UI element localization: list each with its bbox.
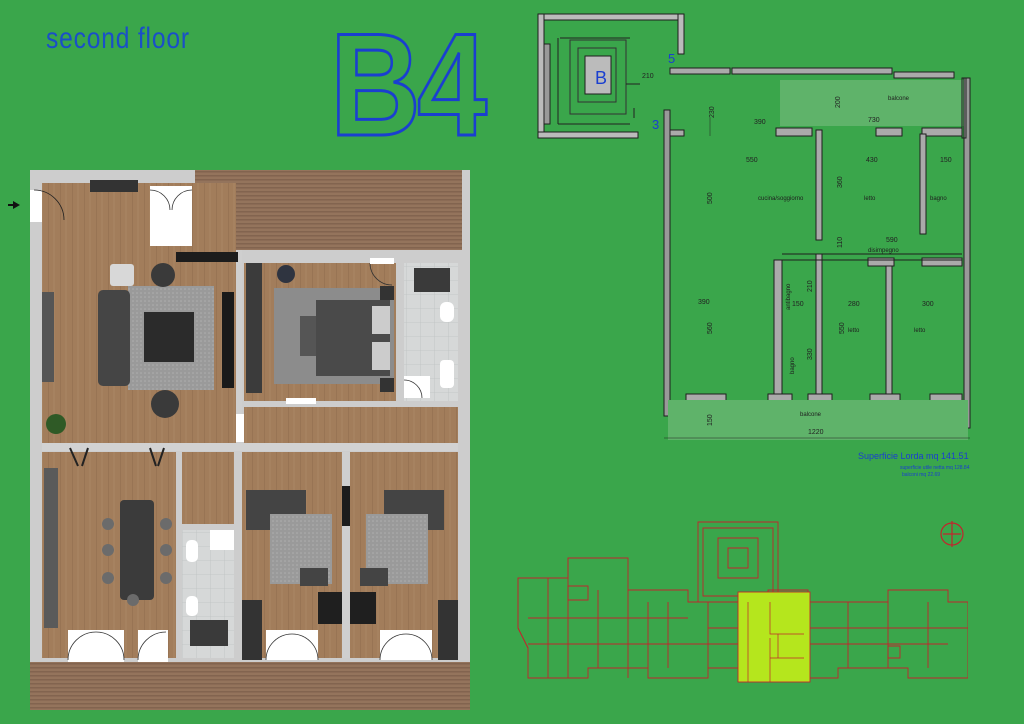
key-letter: B [595, 68, 607, 88]
furnished-floor-plan [8, 170, 470, 710]
dim-150c: 150 [707, 414, 714, 426]
dim-550: 550 [746, 157, 758, 164]
dim-150b: 150 [792, 301, 804, 308]
room-bathroom-2: bagno [790, 357, 796, 374]
net-area-label: superficie utile netta mq 128.84 [900, 465, 970, 471]
dim-360: 360 [837, 176, 844, 188]
highlighted-unit [737, 591, 811, 683]
gross-area-label: Superficie Lorda mq 141.51 [858, 451, 969, 461]
room-bedroom-3: letto [914, 328, 926, 334]
dim-390a: 390 [754, 119, 766, 126]
dim-330: 330 [807, 348, 814, 360]
dim-500: 500 [707, 192, 714, 204]
floor-label: second floor [46, 22, 190, 55]
key-plan: B 5 3 210 [537, 13, 685, 139]
dim-210: 210 [807, 280, 814, 292]
dim-150a: 150 [940, 157, 952, 164]
dim-550b: 550 [839, 322, 846, 334]
room-kitchen-living: cucina/soggiorno [758, 196, 804, 202]
dim-200: 200 [835, 96, 842, 108]
room-balcony-bottom: balcone [800, 412, 822, 418]
balcony-area-label: balconi mq 22.69 [902, 472, 941, 478]
dim-730: 730 [868, 117, 880, 124]
dim-430: 430 [866, 157, 878, 164]
stair-number-top: 5 [668, 51, 675, 66]
dim-390b: 390 [698, 299, 710, 306]
dim-280: 280 [848, 301, 860, 308]
dim-590: 590 [886, 237, 898, 244]
dim-230: 230 [709, 106, 716, 118]
coffee-table [144, 312, 194, 362]
sofa [98, 290, 130, 386]
dim-300: 300 [922, 301, 934, 308]
dim-110: 110 [837, 237, 844, 248]
building-key-map [517, 521, 968, 683]
room-bedroom-2: letto [848, 328, 860, 334]
unit-code: B4 [329, 3, 489, 166]
plant-icon [46, 414, 66, 434]
room-hallway: disimpegno [868, 248, 899, 254]
terrace-top [195, 170, 462, 250]
dimension-plan: balcone cucina/soggiorno letto bagno dis… [663, 67, 971, 440]
hallway [244, 407, 458, 443]
dining-table [120, 500, 154, 600]
compass-icon [940, 521, 964, 547]
dim-560: 560 [707, 322, 714, 334]
room-antibathroom: antibagno [786, 283, 792, 310]
corridor-dim: 210 [642, 73, 654, 80]
dim-1220: 1220 [808, 429, 824, 436]
terrace-bottom [30, 662, 470, 710]
room-bathroom-1: bagno [930, 196, 947, 202]
entrance-arrow-icon [8, 201, 20, 209]
stair-number-left: 3 [652, 117, 659, 132]
room-bedroom-1: letto [864, 196, 876, 202]
room-balcony-top: balcone [888, 96, 910, 102]
